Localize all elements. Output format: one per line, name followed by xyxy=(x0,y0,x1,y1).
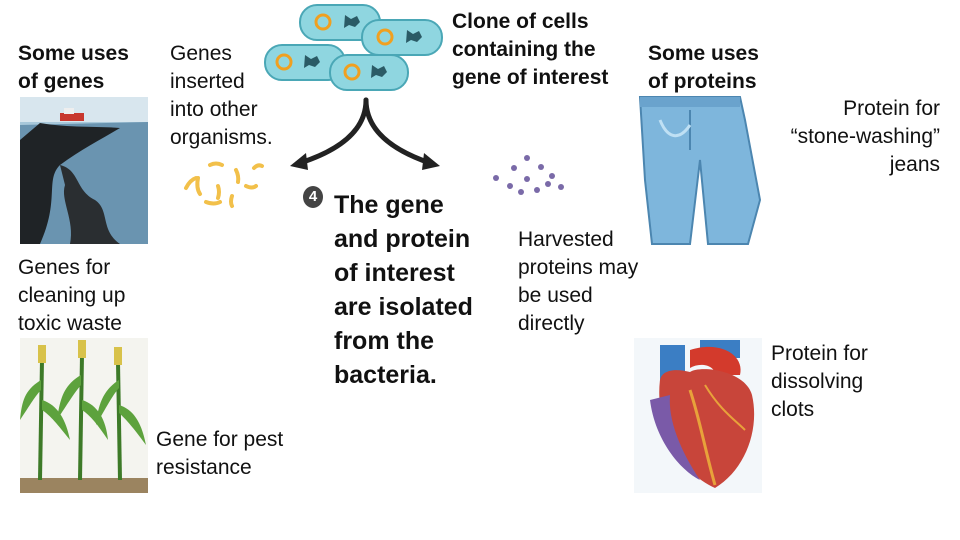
bacterium-icon xyxy=(299,4,381,41)
bacterium-icon xyxy=(361,19,443,56)
bacteria-clone xyxy=(264,4,443,91)
label-genes-cleaning: Genes for cleaning up toxic waste xyxy=(18,256,126,335)
label-protein-clots: Protein for dissolving clots xyxy=(771,342,868,421)
bacterium-icon xyxy=(329,54,409,91)
label-gene-pest-resistance: Gene for pest resistance xyxy=(156,428,284,479)
jeans-icon xyxy=(638,96,762,245)
label-uses-of-proteins: Some uses of proteins xyxy=(648,42,759,93)
label-uses-of-genes: Some uses of genes xyxy=(18,42,129,93)
protein-dot-icon xyxy=(493,155,564,195)
corn-plant-icon xyxy=(20,338,148,493)
label-clone-of-cells: Clone of cells containing the gene of in… xyxy=(452,10,609,89)
label-protein-stone-washing: Protein for “stone-washing” jeans xyxy=(790,97,940,176)
arrow-head-left xyxy=(290,153,308,170)
arrow-icon xyxy=(297,97,433,166)
heart-icon xyxy=(634,338,762,493)
label-step-isolation: The gene and protein of interest are iso… xyxy=(334,191,473,389)
label-harvested-proteins: Harvested proteins may be used directly xyxy=(518,228,639,335)
label-genes-inserted: Genes inserted into other organisms. xyxy=(170,42,273,149)
step-number-badge: 4 xyxy=(303,186,323,208)
oil-spill-icon xyxy=(20,97,148,244)
arrow-head-right xyxy=(422,153,440,170)
gene-fragment-icon xyxy=(184,161,264,208)
